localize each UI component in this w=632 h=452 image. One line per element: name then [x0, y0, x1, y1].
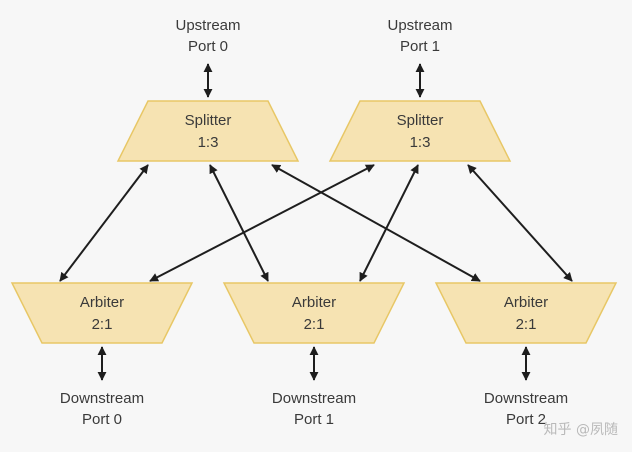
- splitter-0-to-arbiter-0-arrow: [59, 164, 149, 282]
- arbiter-1-label: Arbiter: [292, 294, 336, 311]
- arbiter-2-label: Arbiter: [504, 294, 548, 311]
- downstream-port-1-number: Port 1: [294, 411, 334, 428]
- splitter-1-label: Splitter: [397, 112, 444, 129]
- watermark-text: 知乎 @夙随: [544, 421, 618, 438]
- upstream-port-0-number: Port 0: [188, 38, 228, 55]
- arbiter-0-ratio: 2:1: [92, 316, 113, 333]
- downstream-port-2-title: Downstream: [484, 390, 568, 407]
- arbiter-1-shape: [222, 282, 406, 344]
- splitter-1-shape: [328, 100, 512, 162]
- splitter-1-to-arbiter-2-arrow: [467, 164, 573, 282]
- splitter-1-ratio: 1:3: [410, 134, 431, 151]
- arbiter-2-shape: [434, 282, 618, 344]
- splitter-1-to-arbiter-1-arrow: [359, 164, 419, 282]
- splitter-0-to-arbiter-2-arrow: [271, 164, 481, 282]
- arbiter-0-shape: [10, 282, 194, 344]
- upstream-port-0-title: Upstream: [175, 17, 240, 34]
- splitter-0-ratio: 1:3: [198, 134, 219, 151]
- upstream-port-1-title: Upstream: [387, 17, 452, 34]
- splitter-0-to-arbiter-1-arrow: [209, 164, 269, 282]
- arbiter-1-ratio: 2:1: [304, 316, 325, 333]
- downstream-port-1-title: Downstream: [272, 390, 356, 407]
- splitter-1-to-arbiter-0-arrow: [149, 164, 375, 282]
- downstream-port-2-number: Port 2: [506, 411, 546, 428]
- downstream-port-0-number: Port 0: [82, 411, 122, 428]
- arbiter-0-label: Arbiter: [80, 294, 124, 311]
- splitter-0-label: Splitter: [185, 112, 232, 129]
- upstream-port-1-number: Port 1: [400, 38, 440, 55]
- downstream-port-0-title: Downstream: [60, 390, 144, 407]
- splitter-0-shape: [116, 100, 300, 162]
- arbiter-2-ratio: 2:1: [516, 316, 537, 333]
